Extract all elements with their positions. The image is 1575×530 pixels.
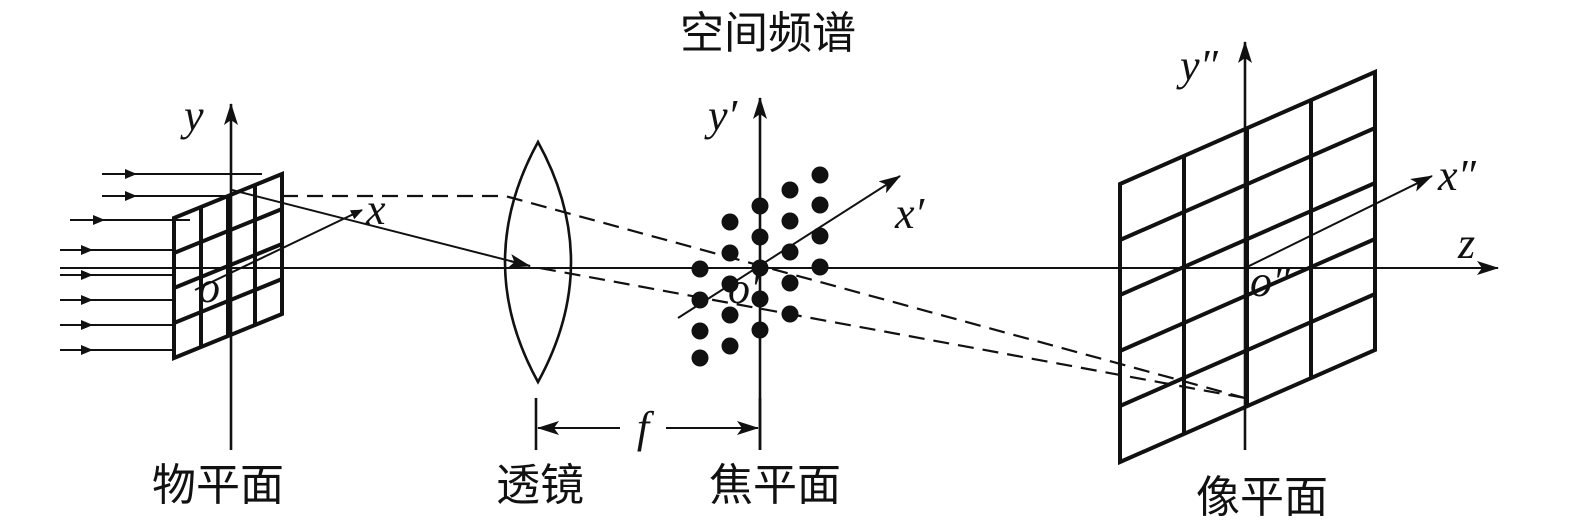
spectrum-dot — [751, 197, 769, 215]
spectrum-dot — [781, 243, 799, 261]
spectrum-dot — [751, 290, 769, 308]
object-x-axis — [194, 209, 363, 291]
lens-shape — [503, 139, 573, 385]
spectrum-dot — [721, 337, 739, 355]
spectrum-dot — [721, 244, 739, 262]
spectrum-dots — [691, 166, 829, 367]
spectrum-dot — [691, 291, 709, 309]
dashed-ray-lower — [539, 266, 1246, 400]
object-origin-label: o — [198, 263, 220, 312]
diffracted-ray — [231, 189, 531, 267]
object-plane: y x o 物平面 — [60, 91, 386, 511]
dashed-ray-upper — [282, 194, 1246, 400]
focal-y-label: y′ — [704, 91, 739, 140]
spectrum-dot — [691, 260, 709, 278]
focal-length-label: f — [637, 403, 655, 452]
spectrum-dot — [781, 212, 799, 230]
object-y-label: y — [180, 91, 204, 140]
spectrum-dot — [751, 228, 769, 246]
spectrum-dot — [751, 321, 769, 339]
spectrum-dot — [781, 181, 799, 199]
diffracted-ray-arrowhead — [507, 254, 531, 268]
title: 空间频谱 — [680, 8, 856, 59]
object-x-label: x — [365, 185, 386, 234]
image-x-axis — [1244, 175, 1433, 269]
z-axis-label: z — [1457, 219, 1475, 268]
spectrum-dot — [691, 349, 709, 367]
spectrum-dot — [691, 322, 709, 340]
focal-length-indicator: f — [534, 398, 762, 452]
lens-label: 透镜 — [496, 460, 584, 511]
image-origin-label: o″ — [1250, 257, 1291, 306]
spectrum-dot — [721, 306, 739, 324]
focal-plane: y′ x′ o′ 焦平面 — [677, 91, 926, 511]
spectrum-dot — [811, 258, 829, 276]
image-plane-label: 像平面 — [1196, 472, 1328, 523]
object-grid — [172, 171, 284, 361]
spectrum-dot — [811, 227, 829, 245]
image-x-label: x″ — [1437, 151, 1477, 200]
spectrum-dot — [781, 305, 799, 323]
spectrum-dot — [781, 274, 799, 292]
spectrum-dot — [811, 196, 829, 214]
object-plane-label: 物平面 — [152, 460, 284, 511]
spectrum-dot — [721, 275, 739, 293]
lens: 透镜 — [496, 139, 584, 511]
image-y-label: y″ — [1176, 41, 1219, 90]
spectrum-dot — [811, 166, 829, 184]
incoming-rays — [60, 169, 262, 355]
spectrum-dot — [751, 259, 769, 277]
image-plane: y″ x″ o″ 像平面 — [1118, 41, 1477, 523]
spectrum-dot — [721, 213, 739, 231]
focal-x-label: x′ — [894, 189, 926, 238]
focal-plane-label: 焦平面 — [709, 460, 841, 511]
ray-paths — [231, 189, 1246, 400]
